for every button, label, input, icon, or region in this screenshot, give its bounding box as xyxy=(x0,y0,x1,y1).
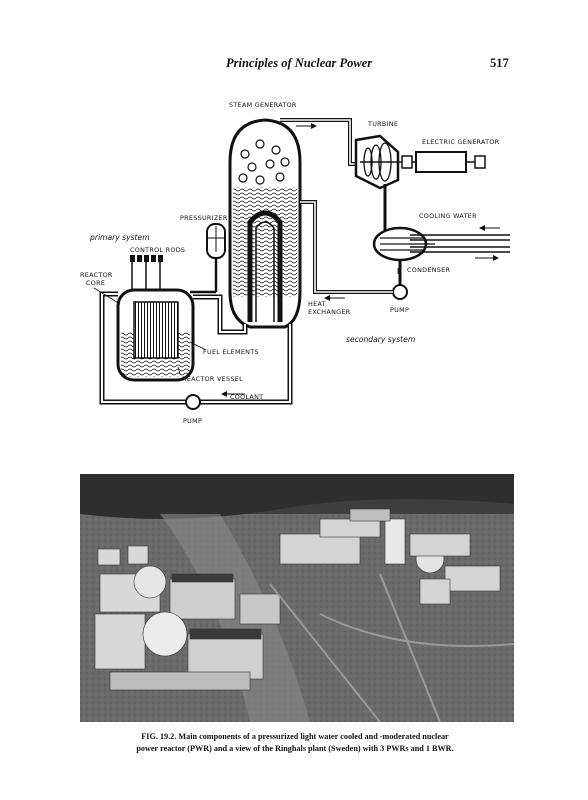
label-heat: HEAT xyxy=(308,300,326,308)
steam-generator xyxy=(228,118,302,329)
label-electric-generator: ELECTRIC GENERATOR xyxy=(422,138,500,146)
label-reactor: REACTOR xyxy=(80,271,113,279)
label-condenser: CONDENSER xyxy=(407,266,451,274)
electric-generator xyxy=(401,151,486,173)
primary-pump-icon xyxy=(185,394,201,410)
label-coolant: COOLANT xyxy=(230,393,263,401)
label-fuel-elements: FUEL ELEMENTS xyxy=(203,348,259,356)
label-cooling-water: COOLING WATER xyxy=(419,212,477,220)
running-title: Principles of Nuclear Power xyxy=(226,56,373,70)
label-turbine: TURBINE xyxy=(367,120,398,128)
figure-caption: FIG. 19.2. Main components of a pressuri… xyxy=(95,731,495,755)
label-secondary-system: secondary system xyxy=(346,335,415,344)
label-steam-generator: STEAM GENERATOR xyxy=(229,101,297,109)
secondary-pump-icon xyxy=(392,284,408,300)
caption-line-2: power reactor (PWR) and a view of the Ri… xyxy=(136,744,454,753)
label-control-rods: CONTROL RODS xyxy=(130,246,185,254)
label-primary-system: primary system xyxy=(89,233,150,242)
label-exchanger: EXCHANGER xyxy=(308,308,351,316)
label-pump-secondary: PUMP xyxy=(390,306,409,314)
pressurizer xyxy=(190,223,226,294)
label-core: CORE xyxy=(86,279,105,287)
page-header: Principles of Nuclear Power 517 xyxy=(0,56,588,76)
label-pressurizer: PRESSURIZER xyxy=(180,214,228,222)
reactor-vessel xyxy=(116,255,195,382)
page-number: 517 xyxy=(490,56,509,70)
condenser xyxy=(372,225,510,284)
ringhals-plant-photo xyxy=(80,474,515,723)
caption-line-1: FIG. 19.2. Main components of a pressuri… xyxy=(141,732,449,741)
label-pump-primary: PUMP xyxy=(183,417,202,425)
turbine xyxy=(354,134,415,190)
label-reactor-vessel: REACTOR VESSEL xyxy=(182,375,243,383)
pwr-diagram: STEAM GENERATOR TURBINE ELECTRIC GENERAT… xyxy=(80,92,520,432)
